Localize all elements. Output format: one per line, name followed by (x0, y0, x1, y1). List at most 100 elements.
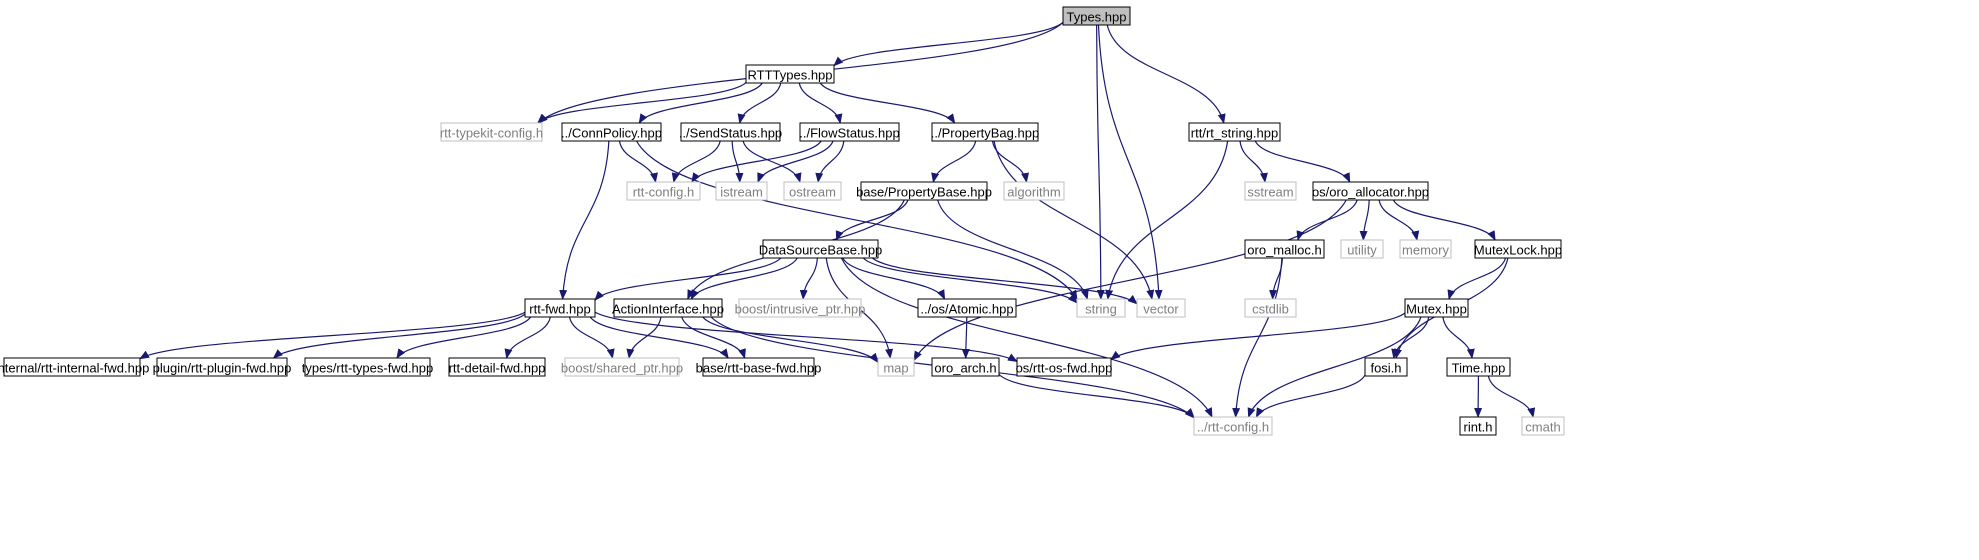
node-box-map (877, 357, 915, 377)
node-box-istream (715, 181, 768, 201)
edge-actioniface-to-sharedptr (626, 316, 662, 359)
node-label-pluginfwd: plugin/rtt-plugin-fwd.hpp (153, 361, 292, 376)
node-box-typesfwd (304, 357, 431, 377)
node-label-mutexlock: MutexLock.hpp (1474, 243, 1562, 258)
edge-rtttypes-to-typekit (537, 82, 747, 124)
edge-datasource-to-intrusive (799, 257, 818, 300)
node-box-mutex (1404, 298, 1469, 318)
edge-propertybase-to-string (937, 199, 1089, 300)
node-box-atomic (917, 298, 1017, 318)
node-label-istream: istream (720, 185, 763, 200)
node-oromalloc[interactable]: oro_malloc.h (1244, 239, 1325, 259)
edge-actioniface-to-map (702, 316, 879, 364)
node-propertybag[interactable]: ../PropertyBag.hpp (931, 122, 1039, 142)
node-box-sendstatus (680, 122, 781, 142)
node-label-intrusive: boost/intrusive_ptr.hpp (735, 302, 866, 317)
edge-oroalloc-to-utility (1359, 199, 1370, 241)
edge-datasource-to-atomic (842, 257, 946, 300)
node-types[interactable]: Types.hpp (1062, 6, 1131, 26)
node-sendstatus[interactable]: ../SendStatus.hpp (679, 122, 782, 142)
node-box-sstream (1244, 181, 1297, 201)
node-datasource[interactable]: DataSourceBase.hpp (759, 239, 883, 259)
node-box-ostream (783, 181, 842, 201)
node-box-memory (1399, 239, 1452, 259)
node-algorithm: algorithm (1003, 181, 1065, 201)
edge-rttfwd-to-pluginfwd (272, 313, 526, 359)
edge-mutex-to-osfwd (1110, 312, 1406, 361)
node-rtstring[interactable]: rtt/rt_string.hpp (1188, 122, 1281, 142)
node-rttfwd[interactable]: rtt-fwd.hpp (524, 298, 596, 318)
node-box-mutexlock (1474, 239, 1562, 259)
node-dotconfig: ../rtt-config.h (1193, 416, 1273, 436)
node-ostream: ostream (783, 181, 842, 201)
node-label-time: Time.hpp (1452, 361, 1506, 376)
node-memory: memory (1399, 239, 1452, 259)
node-label-osfwd: os/rtt-os-fwd.hpp (1016, 361, 1113, 376)
node-box-rtstring (1188, 122, 1281, 142)
node-box-pluginfwd (156, 357, 288, 377)
node-label-connpolicy: ../ConnPolicy.hpp (561, 126, 662, 141)
node-label-cmath: cmath (1525, 420, 1560, 435)
node-label-rtttypes: RTTTypes.hpp (747, 68, 832, 83)
node-label-rttfwd: rtt-fwd.hpp (529, 302, 590, 317)
node-label-utility: utility (1347, 243, 1377, 258)
node-rtttypes[interactable]: RTTTypes.hpp (745, 64, 835, 84)
edge-rtttypes-to-propertybag (819, 82, 956, 124)
node-box-rttconfig (626, 181, 701, 201)
node-time[interactable]: Time.hpp (1446, 357, 1511, 377)
edge-connpolicy-to-string (636, 140, 1078, 301)
node-typesfwd[interactable]: types/rtt-types-fwd.hpp (302, 357, 434, 377)
node-cstdlib: cstdlib (1244, 298, 1297, 318)
node-label-fosi: fosi.h (1370, 361, 1401, 376)
node-box-connpolicy (561, 122, 662, 142)
node-internalfwd[interactable]: internal/rtt-internal-fwd.hpp (0, 357, 149, 377)
node-label-ostream: ostream (789, 185, 836, 200)
node-box-datasource (762, 239, 879, 259)
edge-types-to-rtstring (1106, 24, 1226, 124)
edge-fosi-to-dotconfig (1255, 374, 1366, 418)
node-rint[interactable]: rint.h (1459, 416, 1497, 436)
node-box-intrusive (738, 298, 862, 318)
node-connpolicy[interactable]: ../ConnPolicy.hpp (561, 122, 662, 142)
node-basefwd[interactable]: base/rtt-base-fwd.hpp (696, 357, 822, 377)
edge-connpolicy-to-rttconfig (618, 140, 658, 183)
node-propertybase[interactable]: base/PropertyBase.hpp (856, 181, 992, 201)
node-vector: vector (1136, 298, 1186, 318)
edge-time-to-cmath (1487, 375, 1536, 418)
node-actioniface[interactable]: ActionInterface.hpp (612, 298, 724, 318)
node-sharedptr: boost/shared_ptr.hpp (561, 357, 683, 377)
edge-datasource-to-vector (872, 257, 1138, 305)
edge-rttfwd-to-osfwd (594, 311, 1018, 363)
edge-sendstatus-to-ostream (742, 140, 802, 183)
node-osfwd[interactable]: os/rtt-os-fwd.hpp (1016, 357, 1113, 377)
node-box-time (1446, 357, 1511, 377)
node-label-types: Types.hpp (1067, 10, 1127, 25)
node-box-actioniface (613, 298, 723, 318)
node-box-vector (1136, 298, 1186, 318)
node-label-memory: memory (1402, 243, 1449, 258)
node-label-basefwd: base/rtt-base-fwd.hpp (696, 361, 822, 376)
node-fosi[interactable]: fosi.h (1364, 357, 1408, 377)
node-label-sharedptr: boost/shared_ptr.hpp (561, 361, 683, 376)
edge-actioniface-to-basefwd (681, 316, 746, 359)
node-mutexlock[interactable]: MutexLock.hpp (1474, 239, 1562, 259)
node-box-propertybase (860, 181, 988, 201)
node-oroalloc[interactable]: os/oro_allocator.hpp (1312, 181, 1429, 201)
edge-rtstring-to-oroalloc (1254, 140, 1351, 183)
node-oroarch[interactable]: oro_arch.h (931, 357, 1000, 377)
node-mutex[interactable]: Mutex.hpp (1404, 298, 1469, 318)
edge-rttfwd-to-internalfwd (139, 311, 526, 360)
node-label-dotconfig: ../rtt-config.h (1197, 420, 1269, 435)
edge-oroalloc-to-map (913, 199, 1347, 362)
edge-mutex-to-dotconfig (1247, 316, 1422, 418)
edge-rtstring-to-string (1105, 140, 1229, 300)
node-detailfwd[interactable]: rtt-detail-fwd.hpp (448, 357, 546, 377)
node-atomic[interactable]: ../os/Atomic.hpp (917, 298, 1017, 318)
node-label-detailfwd: rtt-detail-fwd.hpp (449, 361, 546, 376)
node-label-mutex: Mutex.hpp (1406, 302, 1467, 317)
node-pluginfwd[interactable]: plugin/rtt-plugin-fwd.hpp (153, 357, 292, 377)
edge-mutex-to-fosi (1391, 316, 1430, 359)
node-flowstatus[interactable]: ../FlowStatus.hpp (799, 122, 900, 142)
node-box-rtttypes (745, 64, 835, 84)
